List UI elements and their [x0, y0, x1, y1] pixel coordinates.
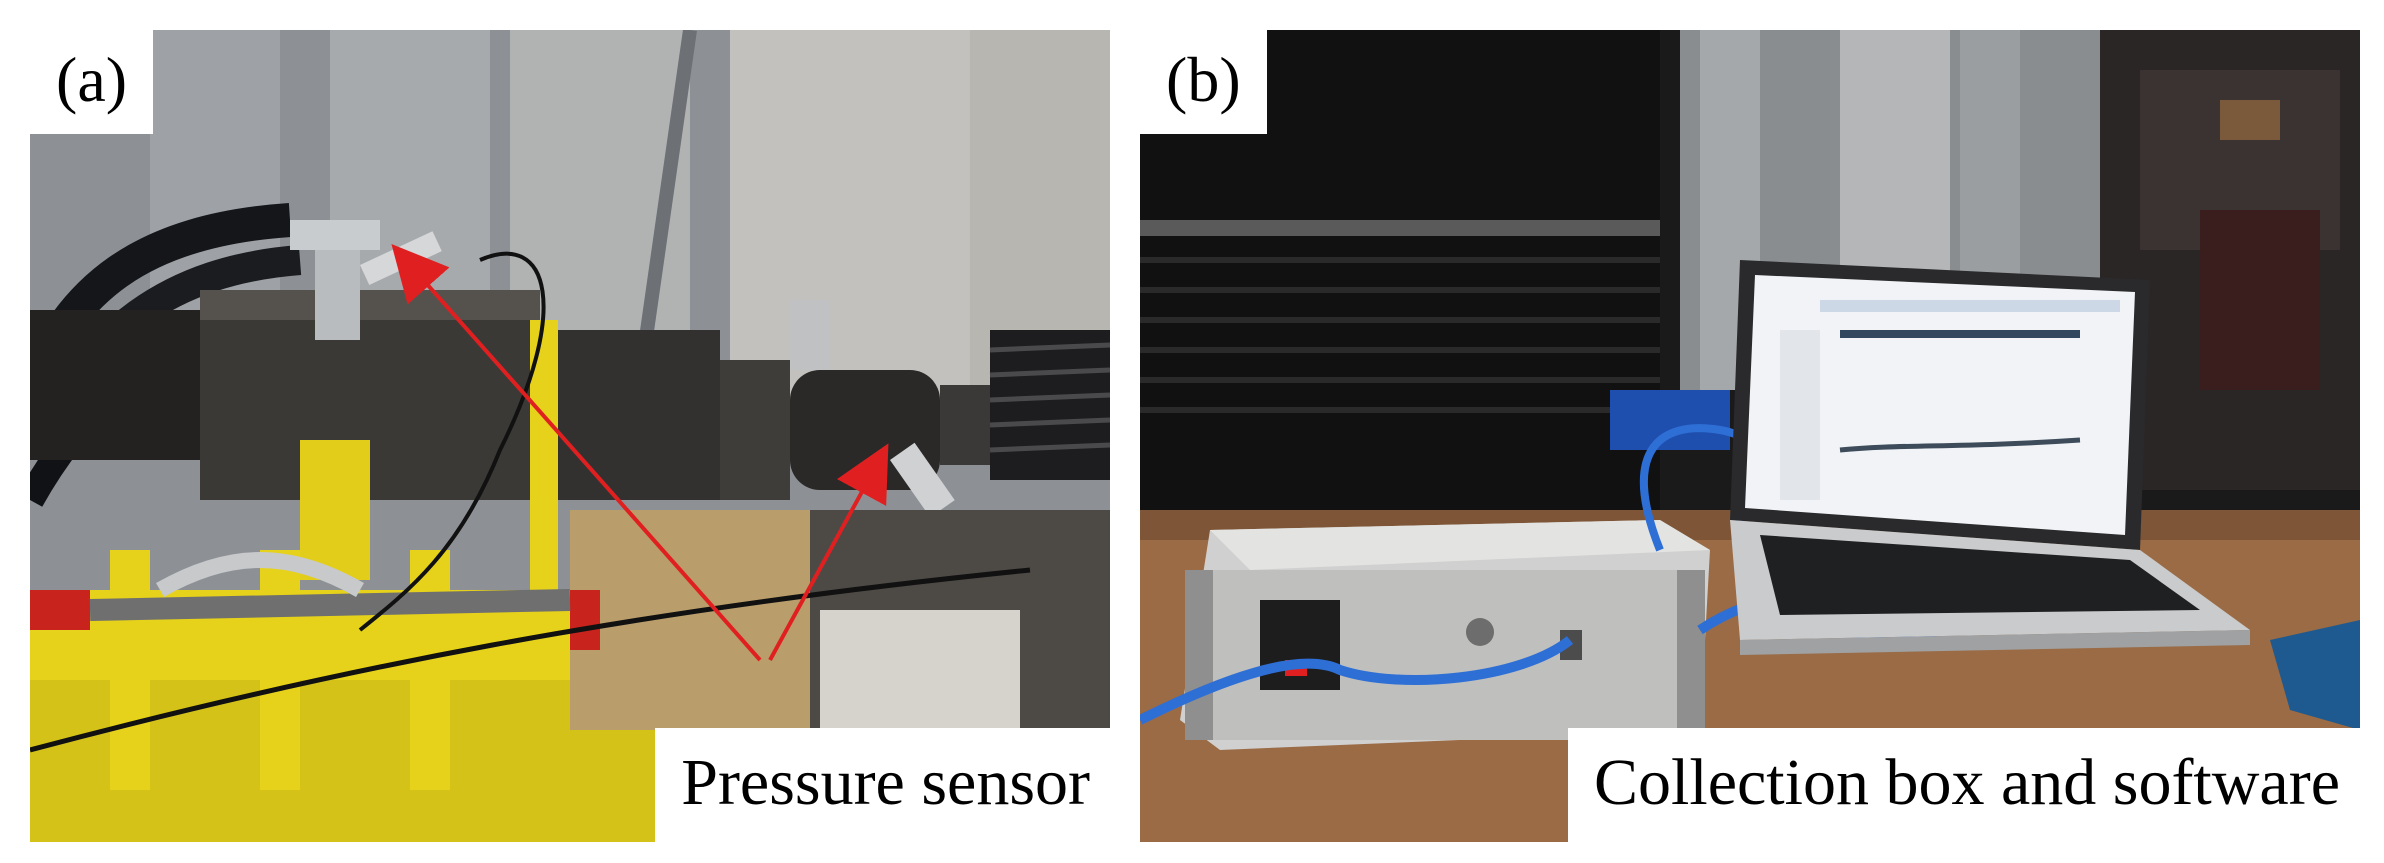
panel-a-caption: Pressure sensor [655, 728, 1110, 842]
test-rig-photo [30, 30, 1110, 842]
panel-a-label: (a) [30, 30, 154, 134]
panel-b-label: (b) [1140, 30, 1267, 134]
photo-panel-b: (b) Collection box and software [1140, 30, 2360, 842]
panel-b-caption: Collection box and software [1568, 728, 2360, 842]
photo-panel-a: (a) Pressure sensor [30, 30, 1110, 842]
collection-setup-photo [1140, 30, 2360, 842]
